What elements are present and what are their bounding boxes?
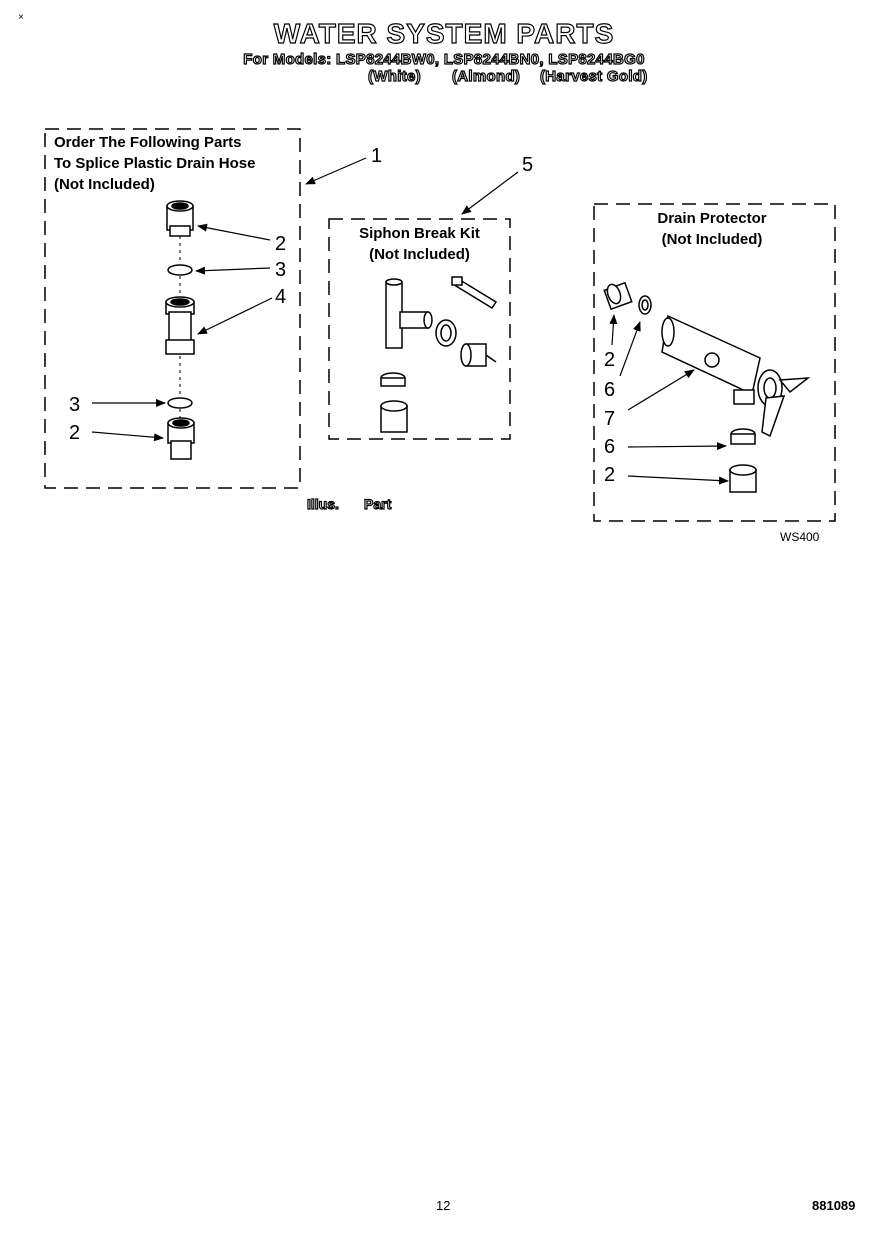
dp-nut-top [638, 295, 652, 315]
drain-title-line2: (Not Included) [661, 231, 763, 248]
callout-4: 4 [275, 286, 287, 308]
color-label-almond: (Almond) [451, 67, 521, 85]
leader-2c [609, 314, 618, 346]
connector-bottom [167, 417, 195, 460]
callout-1: 1 [371, 145, 383, 167]
callout-3: 3 [275, 259, 287, 281]
diagram-code: WS400 [780, 530, 820, 544]
leader-7 [627, 369, 695, 411]
siphon-ring [380, 372, 406, 387]
drain-protector-box [593, 203, 836, 522]
color-label-white: (White) [367, 67, 421, 85]
siphon-title-line2: (Not Included) [369, 246, 470, 263]
page-number: 12 [436, 1198, 451, 1213]
legend-part: Part [363, 495, 392, 512]
splice-title-line1: Order The Following Parts [54, 134, 242, 151]
callout-6: 6 [604, 379, 616, 401]
siphon-kit-box [328, 218, 511, 440]
leader-6a [619, 321, 641, 377]
callout-2: 2 [275, 233, 287, 255]
splice-parts [165, 200, 195, 460]
coupling-tube [165, 296, 195, 355]
leader-3a [195, 266, 271, 275]
splice-title-line3: (Not Included) [54, 176, 155, 193]
siphon-box-title: Siphon Break Kit (Not Included) [329, 223, 510, 265]
siphon-cable-tie [451, 276, 498, 310]
splice-box-title: Order The Following Parts To Splice Plas… [54, 132, 255, 195]
splice-title-line2: To Splice Plastic Drain Hose [54, 155, 256, 172]
legend-illus: Illus. [306, 495, 339, 512]
drain-box-title: Drain Protector (Not Included) [594, 208, 830, 250]
callout-5: 5 [522, 154, 534, 176]
leader-2d [627, 475, 729, 485]
models-line: For Models: LSP8244BW0, LSP8244BN0, LSP8… [243, 50, 645, 68]
dp-body [661, 314, 811, 438]
corner-mark: × [18, 12, 24, 23]
callout-7: 7 [604, 408, 616, 430]
dp-nut-bottom [730, 428, 756, 445]
drain-protector-parts [603, 281, 811, 493]
dp-connector-bottom [729, 464, 757, 493]
callout-3: 3 [69, 394, 81, 416]
leader-1 [305, 157, 367, 185]
callout-2: 2 [69, 422, 81, 444]
leader-4 [197, 297, 273, 335]
drain-title-line1: Drain Protector [657, 210, 767, 227]
clamp-top [167, 264, 193, 276]
page-title: WATER SYSTEM PARTS [273, 17, 615, 49]
leader-5 [461, 171, 519, 215]
callout-6: 6 [604, 436, 616, 458]
leader-2a [197, 223, 271, 241]
callout-2: 2 [604, 349, 616, 371]
siphon-title-line1: Siphon Break Kit [359, 225, 480, 242]
clamp-bottom [167, 397, 193, 409]
leader-6b [627, 442, 727, 451]
color-label-harvest-gold: (Harvest Gold) [539, 67, 648, 85]
siphon-check-valve [460, 343, 497, 367]
siphon-connector [380, 400, 408, 433]
siphon-clamp [435, 319, 457, 347]
leader-2b [91, 431, 164, 442]
siphon-tee [385, 278, 433, 349]
callout-2: 2 [604, 464, 616, 486]
doc-number: 881089 [812, 1198, 856, 1213]
dp-connector-top [603, 281, 633, 311]
siphon-kit-parts [380, 276, 498, 433]
connector-top [166, 200, 194, 237]
